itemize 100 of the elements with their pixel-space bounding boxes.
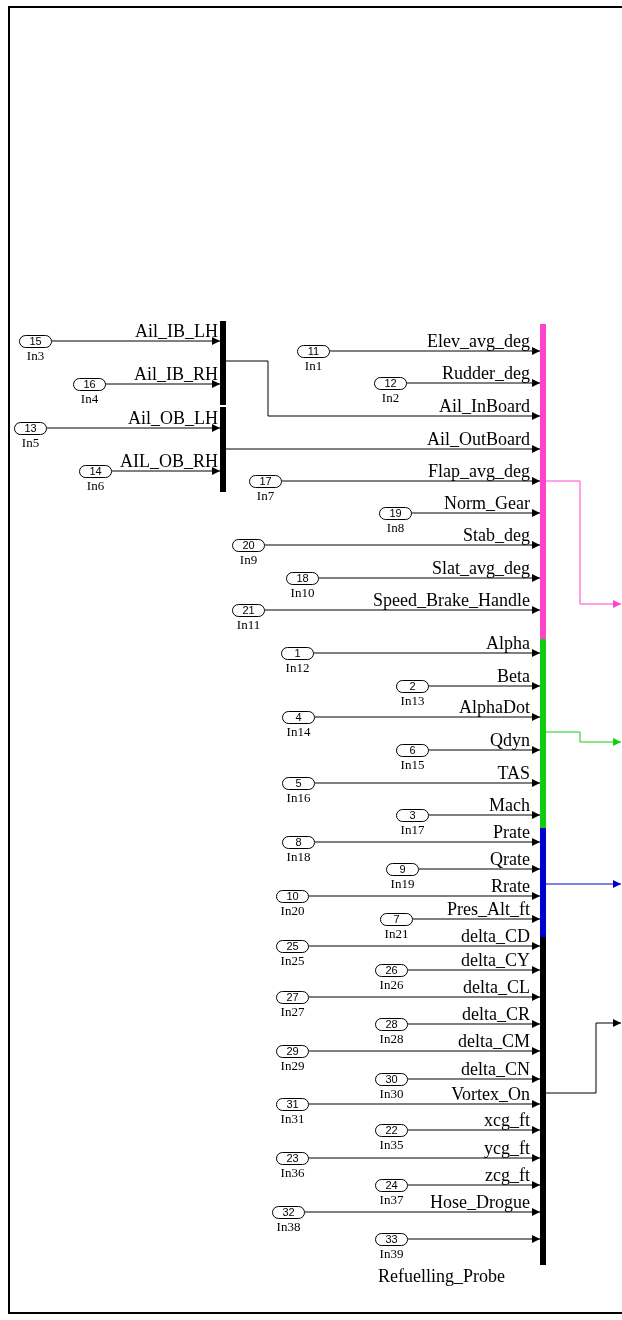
signal-label: Ail_OB_LH	[128, 409, 218, 427]
signal-arrow	[407, 1075, 541, 1083]
signal-label: Refuelling_Probe	[378, 1267, 505, 1285]
signal-label: Beta	[497, 667, 530, 685]
signal-label: delta_CM	[458, 1032, 530, 1050]
port-label: In11	[235, 617, 262, 631]
signal-arrow	[407, 966, 541, 974]
port-label: In8	[385, 520, 406, 534]
port-label: In2	[380, 390, 401, 404]
signal-label: delta_CL	[463, 978, 530, 996]
signal-arrow	[308, 892, 541, 900]
bus-bar	[220, 321, 226, 405]
signal-label: Rrate	[491, 877, 530, 895]
bus-bar	[540, 639, 546, 828]
signal-arrow	[428, 682, 541, 690]
signal-label: Ail_OutBoard	[427, 430, 530, 448]
signal-arrow	[407, 1181, 541, 1189]
signal-label: Speed_Brake_Handle	[373, 591, 530, 609]
port-label: In29	[279, 1058, 306, 1072]
signal-arrow	[411, 509, 541, 517]
signal-arrow	[412, 915, 541, 923]
port-label: In17	[399, 822, 426, 836]
signal-arrow	[264, 541, 541, 549]
port-label: In28	[378, 1031, 405, 1045]
signal-arrow	[314, 713, 541, 721]
port-label: In25	[279, 953, 306, 967]
signal-arrow	[46, 424, 221, 432]
port-label: In30	[378, 1086, 405, 1100]
signal-arrow	[225, 445, 541, 453]
port-label: In12	[284, 660, 311, 674]
port-label: In9	[238, 552, 259, 566]
port-label: In36	[279, 1165, 306, 1179]
signal-label: Pres_Alt_ft	[447, 900, 530, 918]
port-label: In13	[399, 693, 426, 707]
signal-label: Qrate	[490, 850, 530, 868]
port-label: In31	[279, 1111, 306, 1125]
port-label: In14	[285, 724, 312, 738]
bus-bar	[540, 828, 546, 937]
signal-arrow	[304, 1208, 541, 1216]
signal-label: Hose_Drogue	[430, 1193, 530, 1211]
signal-arrow	[281, 477, 541, 485]
port-label: In7	[255, 488, 276, 502]
port-label: In37	[378, 1192, 405, 1206]
port-label: In35	[378, 1137, 405, 1151]
signal-arrow	[545, 880, 622, 888]
signal-label: AlphaDot	[459, 698, 530, 716]
signal-arrow	[314, 779, 541, 787]
port-label: In16	[285, 790, 312, 804]
signal-arrow	[407, 1020, 541, 1028]
signal-arrow	[308, 942, 541, 950]
bus-bar	[540, 937, 546, 1265]
signal-label: xcg_ft	[484, 1111, 530, 1129]
port-label: In3	[25, 348, 46, 362]
signal-label: Qdyn	[490, 731, 530, 749]
signal-arrow	[407, 1126, 541, 1134]
signal-arrow	[308, 993, 541, 1001]
signal-label: Flap_avg_deg	[428, 462, 530, 480]
signal-arrow	[111, 467, 221, 475]
port-label: In18	[285, 849, 312, 863]
port-label: In19	[389, 876, 416, 890]
signal-label: Rudder_deg	[442, 364, 530, 382]
port-label: In5	[20, 435, 41, 449]
signal-label: Stab_deg	[463, 526, 530, 544]
signal-arrow	[545, 1019, 622, 1094]
port-label: In6	[85, 478, 106, 492]
port-label: In1	[303, 358, 324, 372]
port-label: In4	[79, 391, 100, 405]
signal-arrow	[314, 838, 541, 846]
signal-arrow	[406, 379, 541, 387]
signal-arrow	[418, 865, 541, 873]
signal-label: zcg_ft	[485, 1166, 530, 1184]
signal-arrow	[407, 1235, 541, 1243]
signal-label: Ail_IB_LH	[135, 322, 218, 340]
bus-bar	[220, 407, 226, 492]
signal-label: Ail_IB_RH	[134, 365, 218, 383]
signal-label: ycg_ft	[484, 1139, 530, 1157]
signal-label: delta_CY	[461, 951, 530, 969]
signal-arrow	[428, 811, 541, 819]
signal-label: delta_CD	[461, 927, 530, 945]
signal-arrow	[308, 1154, 541, 1162]
signal-arrow	[545, 480, 622, 608]
port-label: In20	[279, 903, 306, 917]
signal-label: Prate	[493, 823, 530, 841]
signal-label: Mach	[489, 796, 530, 814]
signal-arrow	[308, 1047, 541, 1055]
signal-arrow	[51, 337, 221, 345]
signal-label: Slat_avg_deg	[432, 559, 530, 577]
signal-arrow	[308, 1100, 541, 1108]
signal-label: AIL_OB_RH	[120, 452, 218, 470]
signal-label: delta_CN	[461, 1060, 530, 1078]
signal-arrow	[545, 731, 622, 746]
signal-label: Vortex_On	[451, 1085, 530, 1103]
signal-label: TAS	[497, 764, 530, 782]
signal-label: delta_CR	[462, 1005, 530, 1023]
signal-arrow	[428, 746, 541, 754]
port-label: In38	[275, 1219, 302, 1233]
signal-label: Elev_avg_deg	[427, 332, 530, 350]
port-label: In21	[383, 926, 410, 940]
signal-arrow	[329, 347, 541, 355]
signal-arrow	[318, 574, 541, 582]
